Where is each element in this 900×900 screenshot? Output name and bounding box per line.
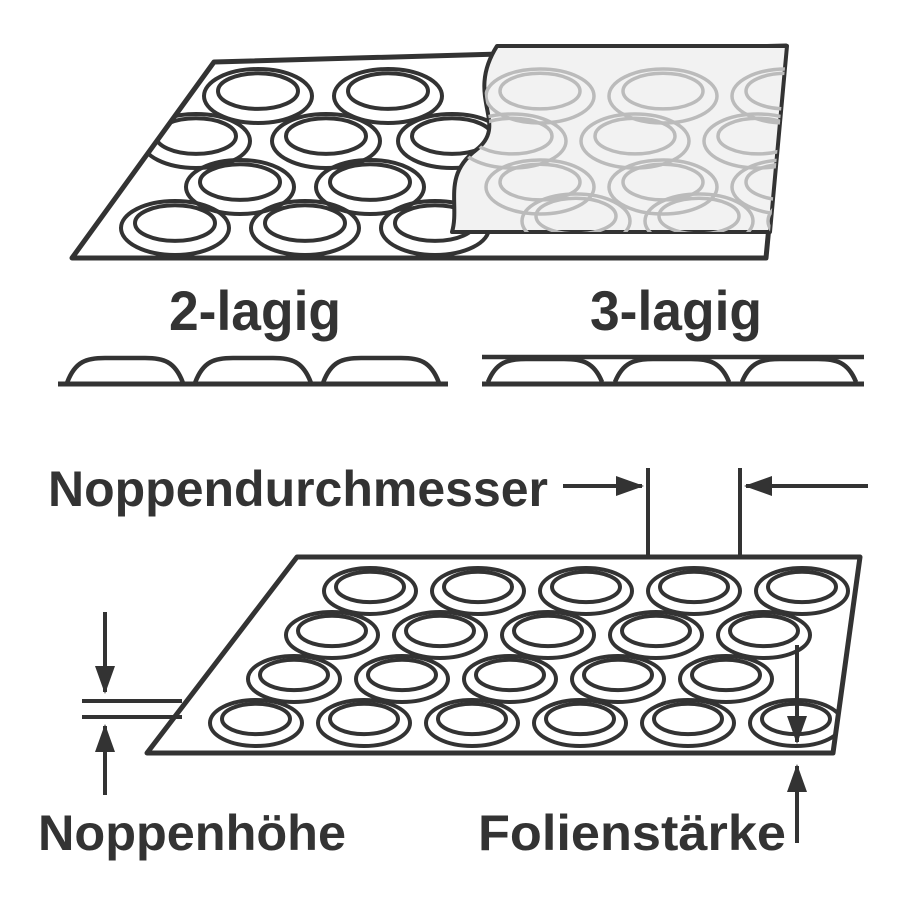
- bubble: [608, 610, 704, 660]
- bubble: [249, 199, 361, 257]
- bubble: [354, 654, 450, 704]
- bubble: [500, 610, 596, 660]
- bubble: [532, 698, 628, 748]
- bubble: [754, 566, 850, 616]
- bubble: [202, 67, 314, 125]
- height-measure: Noppenhöhe: [38, 612, 346, 861]
- profile-bump: [192, 355, 314, 384]
- profile-bumps: [485, 356, 859, 383]
- overlay-bubbles: [456, 67, 787, 232]
- bubble: [538, 566, 634, 616]
- profile-bump: [612, 356, 732, 383]
- bubble: [316, 698, 412, 748]
- profile-bump: [485, 356, 605, 383]
- bubble: [246, 654, 342, 704]
- three-layer-profile: [482, 354, 864, 387]
- bubble: [716, 610, 812, 660]
- profile-bumps: [64, 355, 442, 384]
- bubble: [314, 158, 426, 216]
- bubble: [208, 698, 304, 748]
- bubble: [766, 192, 787, 232]
- diameter-measure: Noppendurchmesser: [48, 461, 868, 598]
- bubble: [462, 654, 558, 704]
- label-bubble-height: Noppenhöhe: [38, 805, 346, 861]
- bubble: [520, 192, 632, 232]
- profile-bump: [739, 356, 859, 383]
- bubble: [119, 199, 231, 257]
- bubble: [643, 192, 755, 232]
- label-film-thickness: Folienstärke: [478, 805, 786, 861]
- bubble: [678, 654, 774, 704]
- label-bubble-diameter: Noppendurchmesser: [48, 461, 548, 517]
- bubble: [424, 698, 520, 748]
- bubble: [332, 67, 444, 125]
- bubble: [392, 610, 488, 660]
- bubble: [730, 158, 787, 216]
- bubble: [322, 566, 418, 616]
- bubble: [184, 158, 296, 216]
- bubble: [430, 566, 526, 616]
- bubble: [640, 698, 736, 748]
- profile-bump: [320, 355, 442, 384]
- profile-bump: [64, 355, 186, 384]
- two-layer-profile: [58, 355, 448, 387]
- label-two-layer: 2-lagig: [169, 279, 341, 342]
- bubble: [646, 566, 742, 616]
- bubble: [570, 654, 666, 704]
- bubble: [284, 610, 380, 660]
- thickness-measure: Folienstärke: [478, 645, 807, 861]
- label-three-layer: 3-lagig: [590, 279, 762, 342]
- bubble: [270, 112, 382, 170]
